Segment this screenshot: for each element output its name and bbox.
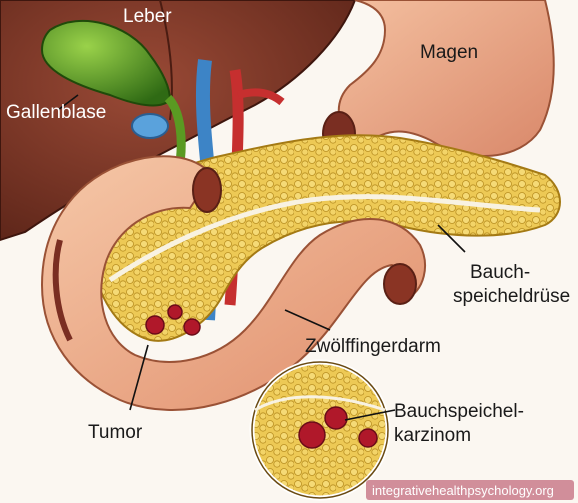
liver-label: Leber xyxy=(123,6,172,27)
duodenum-opening xyxy=(192,167,222,213)
tumor-nodule xyxy=(145,315,165,335)
tumor-leader xyxy=(129,344,149,411)
pancreatic-duct xyxy=(108,194,541,283)
carcinoma-inset xyxy=(249,359,391,501)
pancreas-label-line2: speicheldrüse xyxy=(453,286,570,307)
stomach-label: Magen xyxy=(420,42,478,63)
pancreas-label-line1: Bauch- xyxy=(470,262,530,283)
tumor-nodule xyxy=(167,304,183,320)
carcinoma-nodule xyxy=(298,421,326,449)
carcinoma-nodule xyxy=(324,406,348,430)
gallbladder-leader xyxy=(57,94,79,111)
gallbladder-label: Gallenblase xyxy=(6,102,106,123)
inset-duct xyxy=(254,395,386,412)
duodenum-folds xyxy=(52,239,73,342)
tumor-nodule xyxy=(183,318,201,336)
gallbladder-organ xyxy=(40,19,172,107)
watermark-text: integrativehealthpsychology.org xyxy=(372,483,554,498)
jejunum-opening xyxy=(383,263,417,305)
tumor-label: Tumor xyxy=(88,422,143,443)
duodenum-leader xyxy=(284,309,331,331)
watermark-background xyxy=(366,480,574,500)
artery-branch xyxy=(236,88,285,106)
pancreas-leader xyxy=(437,224,466,253)
stomach-organ xyxy=(337,0,555,157)
carcinoma-label-line1: Bauchspeichel- xyxy=(394,401,524,422)
carcinoma-label-line2: karzinom xyxy=(394,425,471,446)
duodenum-label: Zwölffingerdarm xyxy=(305,336,441,357)
carcinoma-leader xyxy=(344,409,396,421)
tumor-cluster xyxy=(145,304,201,336)
vessel-opening xyxy=(131,113,169,139)
carcinoma-nodule xyxy=(358,428,378,448)
